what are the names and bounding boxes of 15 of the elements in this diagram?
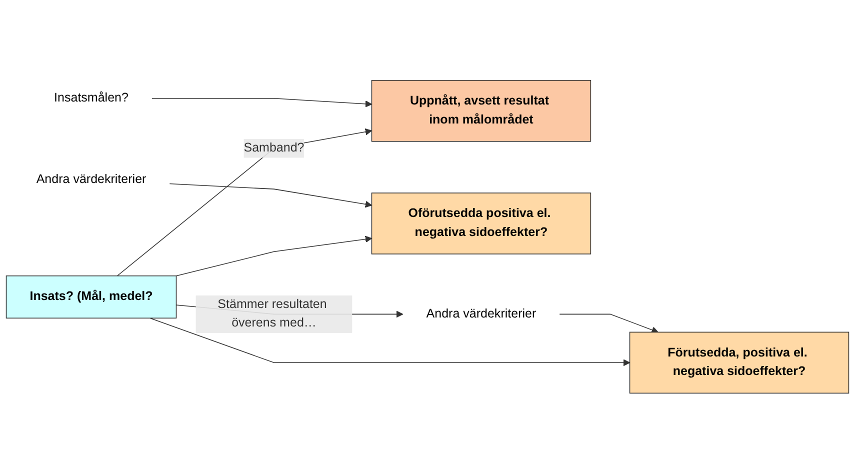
arrow (152, 98, 372, 108)
node-text: Andra värdekriterier (36, 172, 146, 186)
edge-label: Stämmer resultaten överens med… (218, 298, 327, 330)
node-box: Insats? (Mål, medel? (6, 276, 177, 319)
node-box: Uppnått, avsett resultat inom målområdet (371, 80, 592, 142)
node-text: Andra värdekriterier (426, 307, 536, 321)
arrow (116, 128, 372, 277)
arrow (176, 236, 372, 277)
node-text: Insatsmålen? (54, 92, 128, 105)
node-box: Oförutsedda positiva el. negativa sidoeffekter? (371, 192, 592, 255)
node-box: Förutsedda, positiva el. negativa sidoeffekter? (629, 332, 850, 394)
edge-label: Samband? (244, 142, 304, 155)
arrow (559, 314, 658, 334)
arrow (150, 318, 630, 366)
arrow (169, 184, 372, 208)
